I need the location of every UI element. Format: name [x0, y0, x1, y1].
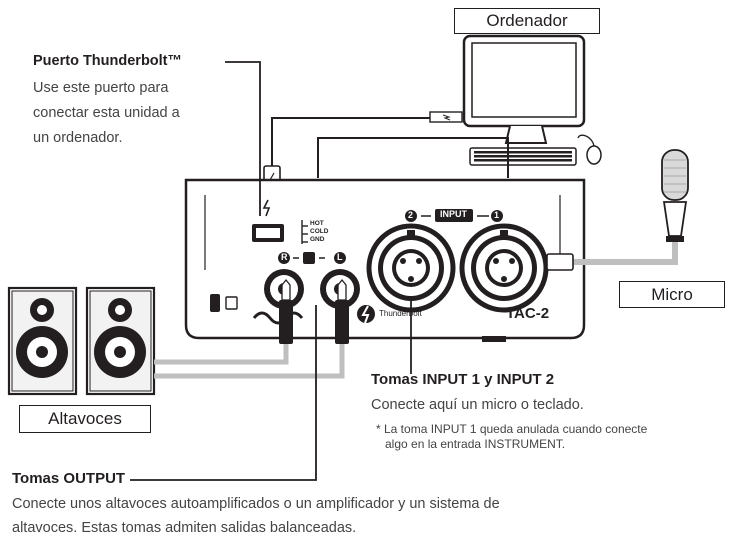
mic-label: Micro: [619, 281, 725, 308]
thunderbolt-desc-1: Use este puerto para: [33, 80, 169, 96]
output-l-mark: L: [337, 252, 343, 262]
inputs-desc: Conecte aquí un micro o teclado.: [371, 397, 584, 413]
computer-illustration: [462, 34, 602, 166]
speaker-cables: [154, 278, 349, 379]
outputs-desc-1: Conecte unos altavoces autoamplificados …: [12, 496, 500, 512]
thunderbolt-desc-3: un ordenador.: [33, 130, 123, 146]
pin-legend-cold: COLD: [310, 228, 329, 235]
input-jack-2: [366, 223, 456, 313]
thunderbolt-desc-2: conectar esta unidad a: [33, 105, 180, 121]
inputs-title: Tomas INPUT 1 y INPUT 2: [371, 371, 555, 388]
inputs-note-2: algo en la entrada INSTRUMENT.: [385, 437, 566, 451]
outputs-desc-2: altavoces. Estas tomas admiten salidas b…: [12, 520, 357, 536]
tac2-device: [184, 137, 586, 342]
speaker-right: [85, 286, 156, 396]
device-brand: Thunderbolt: [379, 309, 422, 318]
input-label: INPUT: [440, 209, 467, 219]
pin-legend-hot: HOT: [310, 220, 324, 227]
device-model: TAC-2: [506, 305, 550, 322]
input-jack-1: [459, 223, 549, 313]
input-num-2: 2: [408, 210, 414, 220]
callout-lines: [130, 61, 412, 481]
input-num-1: 1: [494, 210, 500, 220]
thunderbolt-title: Puerto Thunderbolt™: [33, 53, 183, 69]
speaker-left: [7, 286, 78, 396]
computer-label: Ordenador: [454, 8, 600, 34]
microphone-illustration: [546, 149, 689, 271]
speakers-label: Altavoces: [19, 405, 151, 433]
inputs-note-1: * La toma INPUT 1 queda anulada cuando c…: [376, 422, 648, 436]
outputs-title: Tomas OUTPUT: [12, 470, 126, 487]
pin-legend-gnd: GND: [310, 236, 325, 243]
output-r-mark: R: [281, 252, 288, 262]
